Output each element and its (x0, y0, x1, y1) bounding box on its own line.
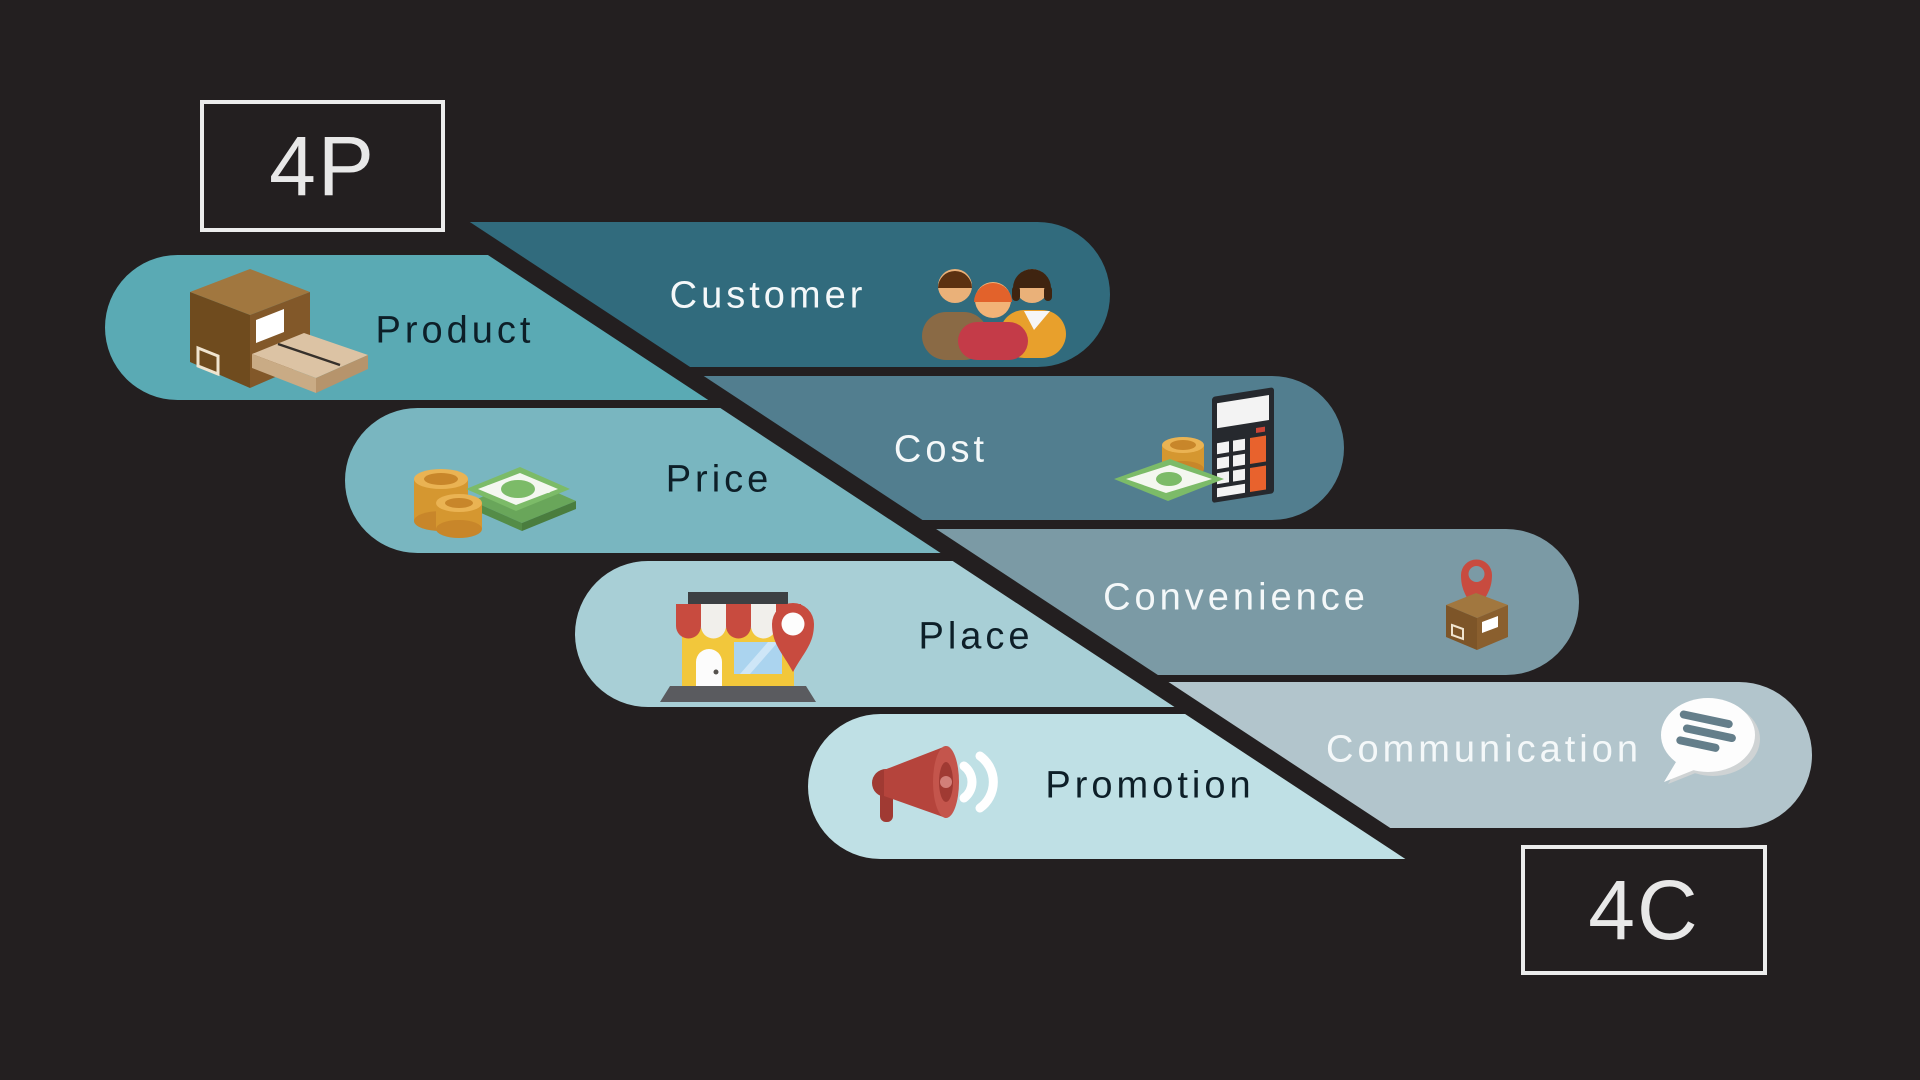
tag-4p-label: 4P (269, 118, 376, 213)
label-product: Product (375, 309, 535, 352)
pin-on-box-icon (1428, 541, 1523, 653)
tag-4c-label: 4C (1588, 862, 1700, 957)
speech-bubble-icon (1646, 690, 1774, 788)
tag-box-4c: 4C (1521, 845, 1767, 975)
label-cost: Cost (893, 428, 989, 471)
label-promotion: Promotion (1045, 764, 1255, 807)
label-place: Place (918, 615, 1034, 658)
calculator-money-icon (1112, 383, 1297, 508)
label-communication: Communication (1326, 728, 1642, 771)
label-price: Price (665, 458, 773, 501)
product-boxes-icon (168, 262, 373, 402)
megaphone-icon (858, 740, 1023, 832)
storefront-pin-icon (642, 572, 837, 708)
label-convenience: Convenience (1103, 576, 1369, 619)
label-customer: Customer (669, 274, 867, 317)
coins-banknotes-icon (402, 443, 580, 550)
tag-box-4p: 4P (200, 100, 445, 232)
customer-group-icon (918, 248, 1070, 360)
